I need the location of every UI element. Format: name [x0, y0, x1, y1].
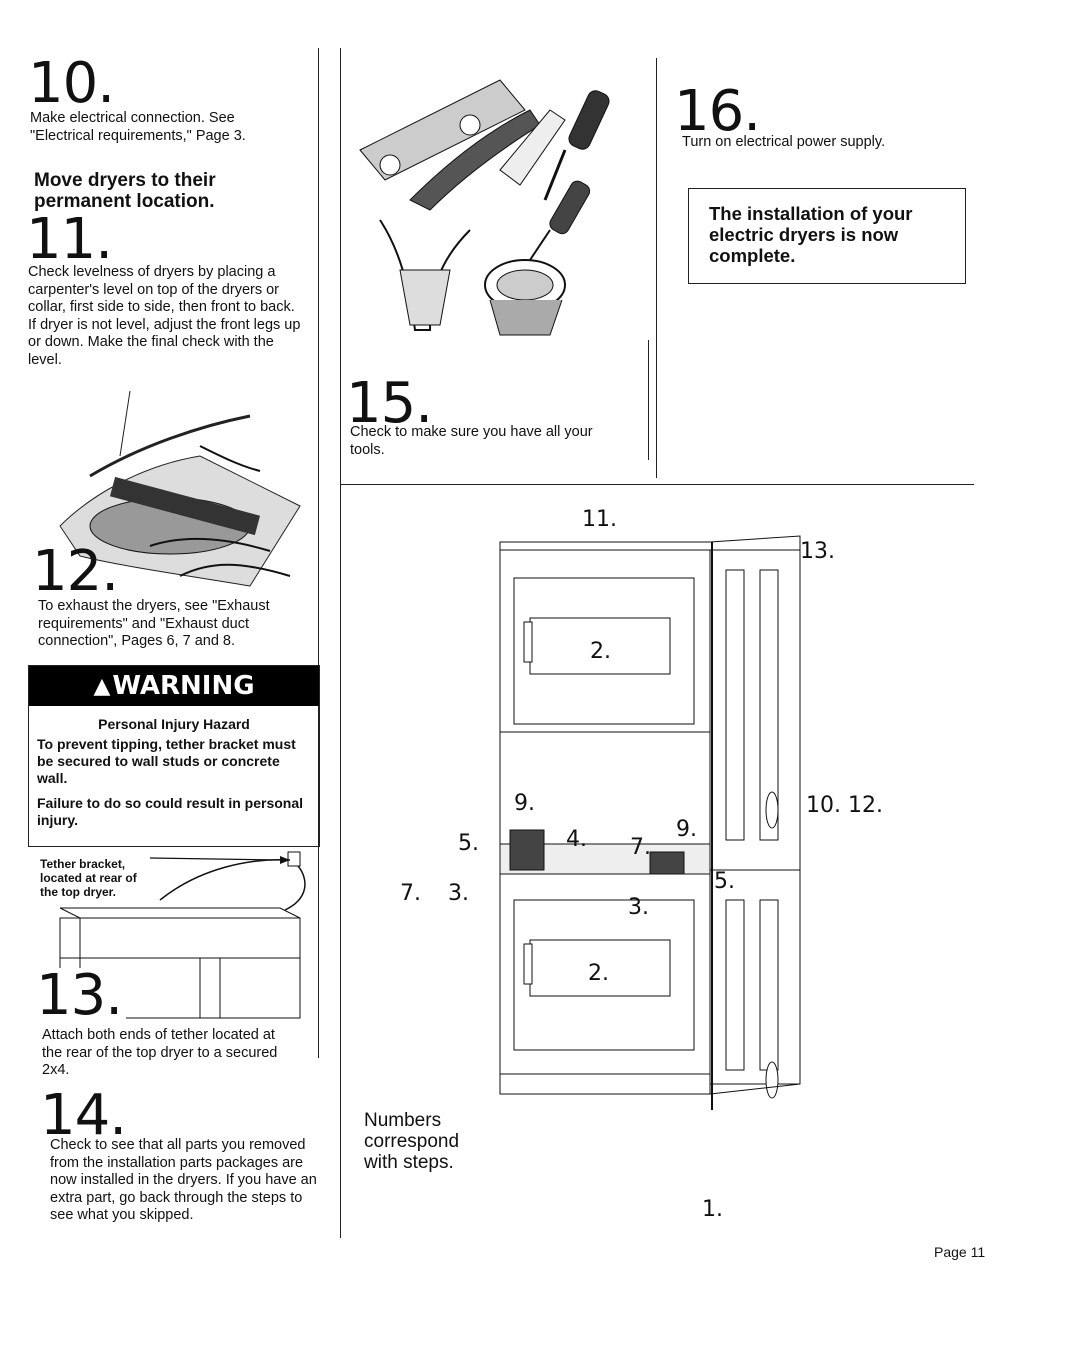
callout-7-mid: 7.: [630, 835, 651, 860]
leveling-illustration: [59, 390, 301, 587]
callout-1: 1.: [702, 1197, 723, 1222]
column-divider-right: [656, 58, 657, 478]
step-16-number: 16.: [674, 79, 761, 144]
page-number: Page 11: [934, 1244, 986, 1260]
warning-line-1: To prevent tipping, tether bracket must …: [37, 736, 296, 786]
installation-complete-box: The installation of your electric dryers…: [688, 188, 966, 284]
callout-9-right: 9.: [676, 817, 697, 842]
step-13-number: 13.: [36, 968, 127, 1024]
callout-4: 4.: [566, 827, 587, 852]
step-12-text: To exhaust the dryers, see "Exhaust requ…: [38, 598, 270, 649]
step-10-text: Make electrical connection. See "Electri…: [30, 110, 246, 144]
warning-triangle-icon: ▲: [93, 673, 111, 699]
step-10-number: 10.: [28, 51, 115, 116]
tools-illustration: [359, 79, 610, 336]
callout-9-left: 9.: [514, 791, 535, 816]
step-12-number: 12.: [32, 539, 119, 604]
stacked-dryer-diagram: [499, 535, 801, 1110]
step-15-text: Check to make sure you have all your too…: [350, 424, 593, 458]
callout-3-mid: 3.: [628, 895, 649, 920]
callout-5-left: 5.: [458, 831, 479, 856]
column-divider-tools: [648, 340, 649, 460]
step-15-number: 15.: [346, 371, 433, 436]
callout-11: 11.: [582, 507, 617, 532]
diagram-note: Numbers correspond with steps.: [364, 1110, 460, 1173]
warning-header: ▲ WARNING: [29, 666, 319, 706]
move-dryers-heading: Move dryers to their permanent location.: [34, 170, 216, 212]
warning-box: ▲ WARNING Personal Injury Hazard To prev…: [28, 665, 320, 847]
step-11-number: 11.: [26, 207, 113, 272]
step-14-number: 14.: [40, 1083, 127, 1148]
step-13-text: Attach both ends of tether located at th…: [42, 1027, 278, 1078]
step-11-text: Check levelness of dryers by placing a c…: [28, 264, 301, 368]
warning-hazard: Personal Injury Hazard: [98, 716, 250, 732]
callout-13: 13.: [800, 539, 835, 564]
tether-label: Tether bracket, located at rear of the t…: [40, 857, 137, 899]
callout-10-12: 10. 12.: [806, 793, 883, 818]
callout-2-bottom: 2.: [588, 961, 609, 986]
callout-5-right: 5.: [714, 869, 735, 894]
warning-line-2: Failure to do so could result in persona…: [37, 795, 304, 828]
warning-title: WARNING: [112, 671, 255, 701]
callout-3-left: 3.: [448, 881, 469, 906]
column-divider-middle: [340, 48, 341, 1238]
column-divider-left: [318, 48, 319, 1058]
callout-2-top: 2.: [590, 639, 611, 664]
step-14-text: Check to see that all parts you removed …: [50, 1137, 317, 1223]
step-16-text: Turn on electrical power supply.: [682, 134, 886, 150]
section-divider: [340, 484, 974, 485]
callout-7-left: 7.: [400, 881, 421, 906]
